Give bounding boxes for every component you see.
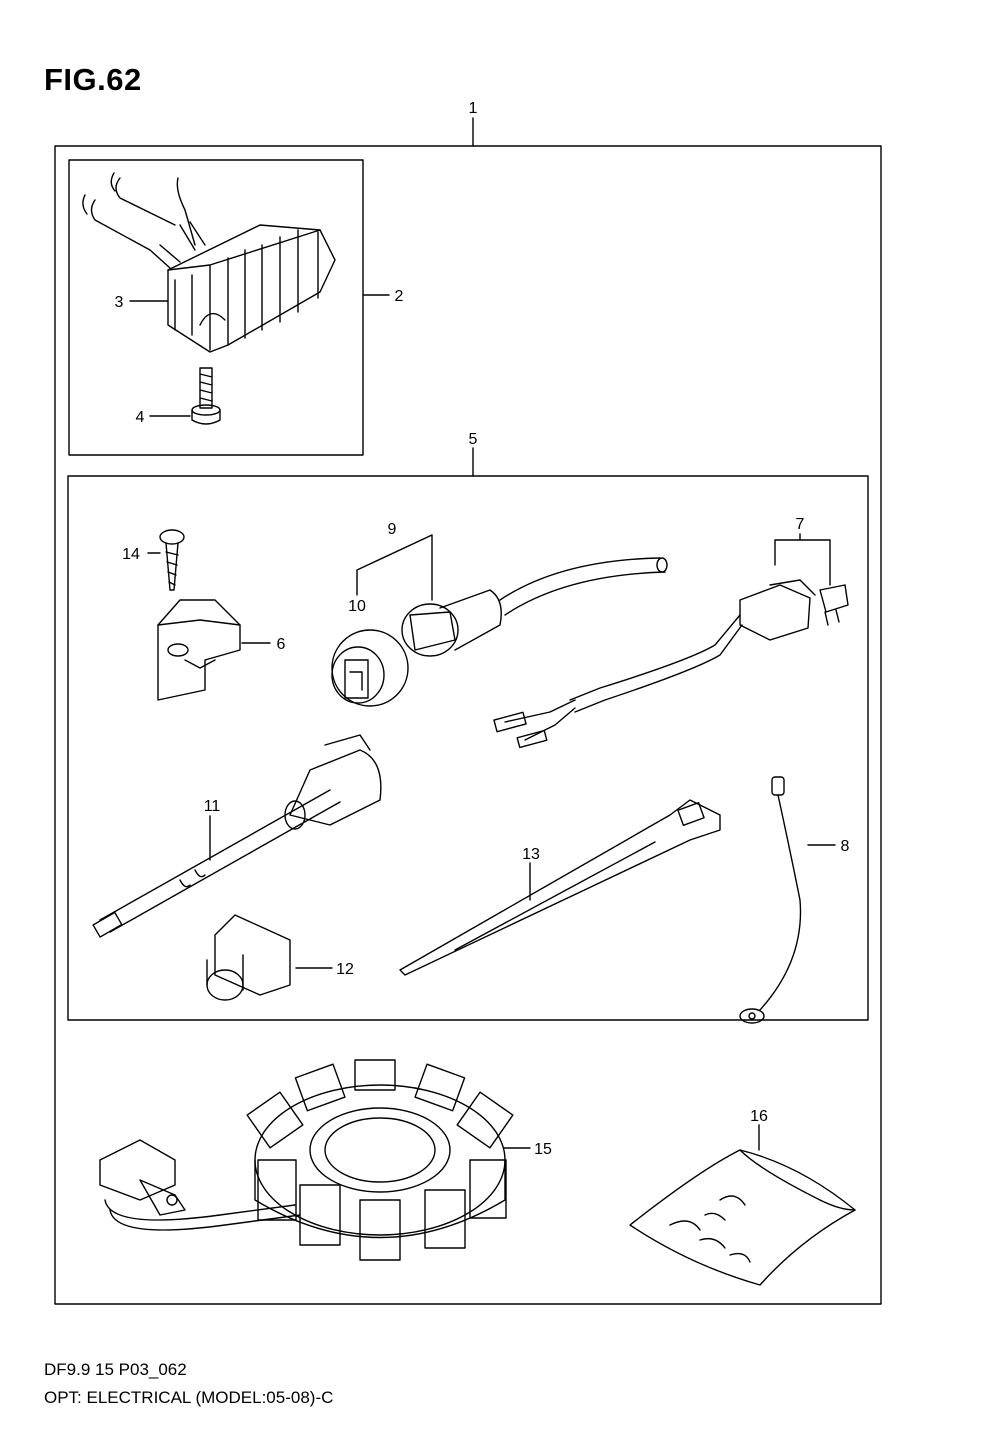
callout-12: 12 bbox=[336, 961, 354, 978]
figure-title: FIG.62 bbox=[44, 62, 142, 97]
bolt-icon bbox=[191, 367, 221, 425]
diagram-description: OPT: ELECTRICAL (MODEL:05-08)-C bbox=[44, 1388, 334, 1407]
rectifier-icon bbox=[82, 172, 336, 353]
callout-6: 6 bbox=[277, 636, 286, 653]
callout-8: 8 bbox=[841, 838, 850, 855]
callout-15: 15 bbox=[534, 1141, 552, 1158]
clamp-icon bbox=[157, 599, 241, 701]
stator-icon bbox=[99, 1059, 514, 1261]
callout-14: 14 bbox=[122, 546, 140, 563]
cable-tie-icon bbox=[399, 799, 721, 976]
frame-harness-kit bbox=[67, 475, 869, 1021]
cable-terminal-icon bbox=[92, 734, 382, 938]
frame-rectifier-group bbox=[68, 159, 364, 456]
grommet-icon bbox=[206, 914, 291, 1001]
callout-2: 2 bbox=[395, 288, 404, 305]
callout-4: 4 bbox=[136, 409, 145, 426]
coupler-icon bbox=[331, 557, 668, 707]
callout-1: 1 bbox=[469, 100, 478, 117]
fuse-holder-icon bbox=[493, 579, 849, 749]
frame-assembly bbox=[54, 145, 882, 1305]
callout-7: 7 bbox=[796, 516, 805, 533]
callout-10: 10 bbox=[348, 598, 366, 615]
callout-3: 3 bbox=[115, 294, 124, 311]
callout-5: 5 bbox=[469, 431, 478, 448]
callout-13: 13 bbox=[522, 846, 540, 863]
screw-icon bbox=[159, 529, 185, 591]
callout-9: 9 bbox=[388, 521, 397, 538]
callout-11: 11 bbox=[204, 798, 221, 815]
callout-16: 16 bbox=[750, 1108, 768, 1125]
ground-lead-icon bbox=[739, 776, 802, 1024]
diagram-code: DF9.9 15 P03_062 bbox=[44, 1360, 187, 1379]
grease-bag-icon bbox=[629, 1149, 856, 1286]
